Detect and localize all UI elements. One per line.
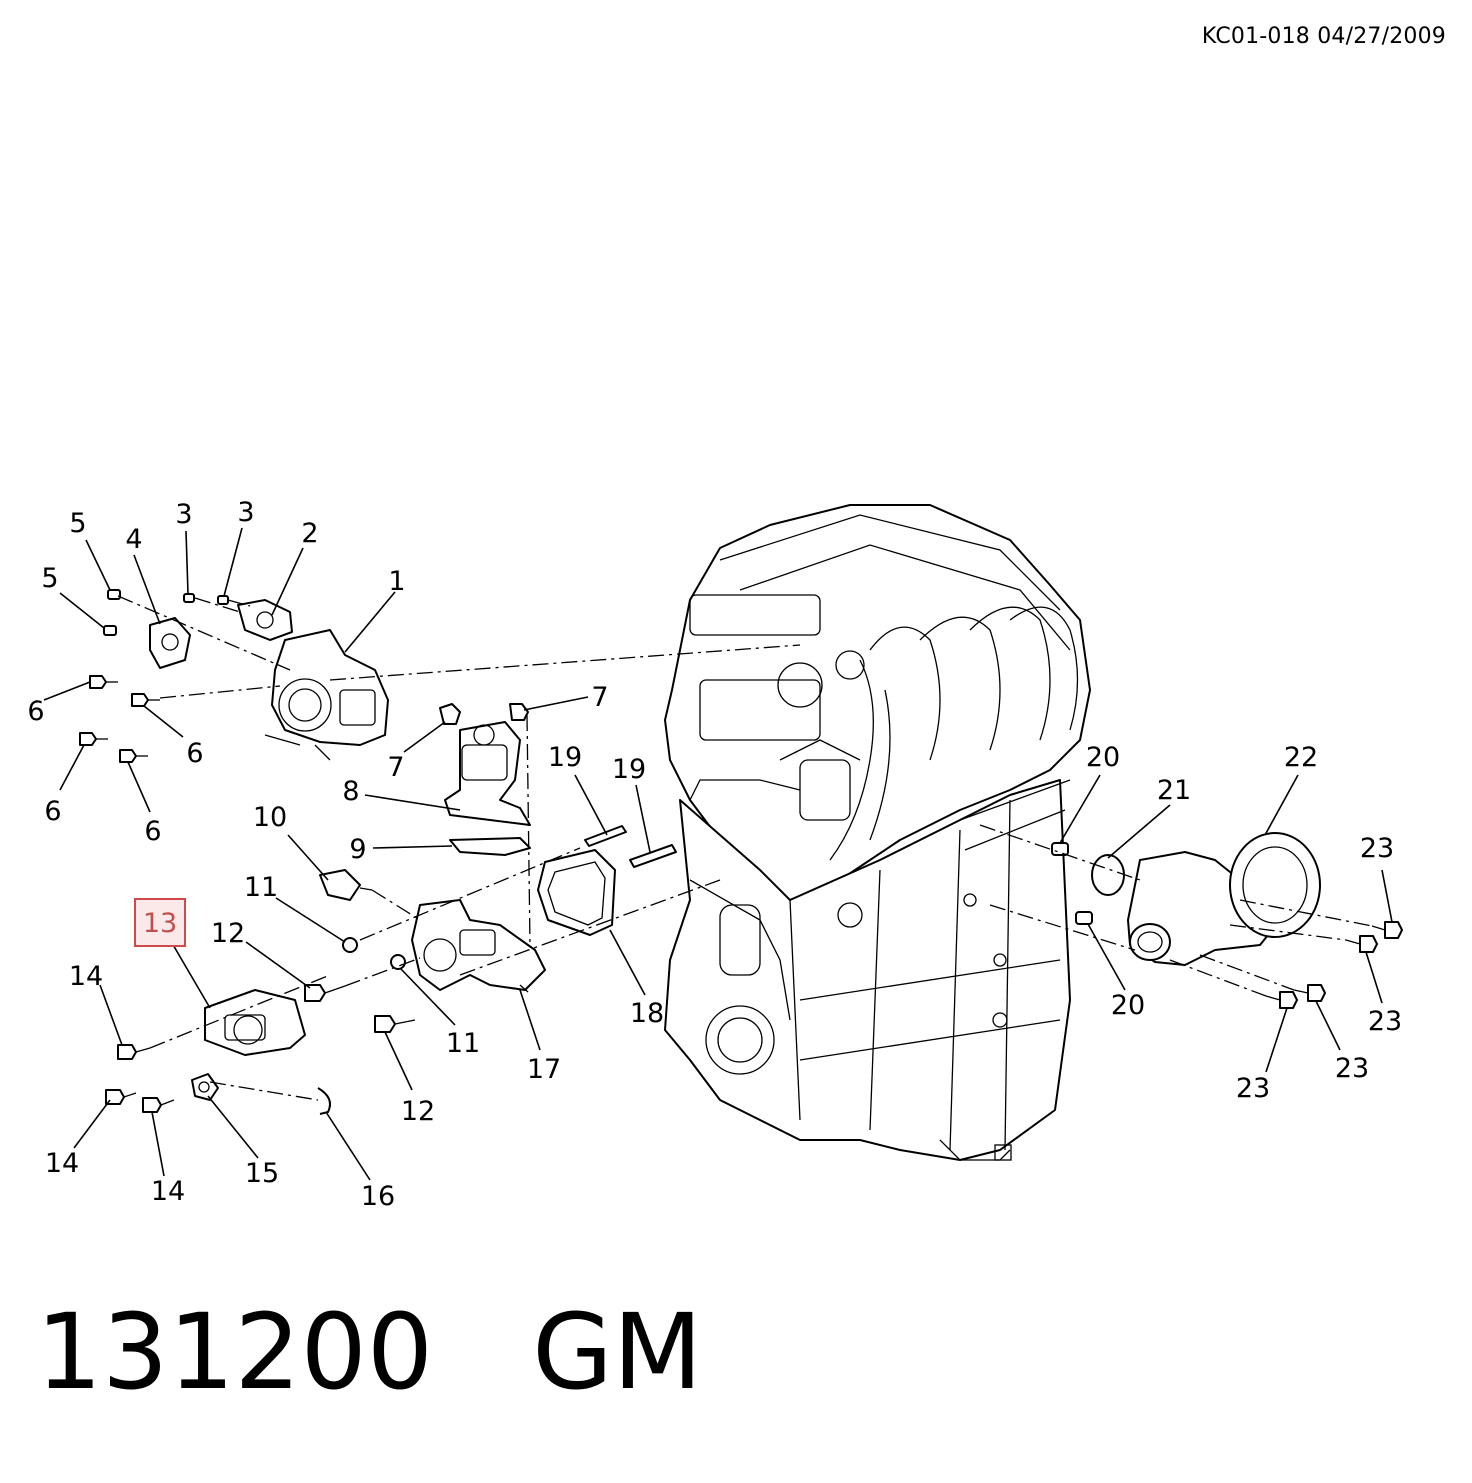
- callout-5[interactable]: 5: [69, 508, 86, 539]
- callout-17[interactable]: 17: [527, 1054, 561, 1085]
- callout-11[interactable]: 11: [244, 872, 278, 903]
- callout-13[interactable]: 13: [143, 908, 177, 939]
- callout-14[interactable]: 14: [69, 961, 103, 992]
- part-6-bolts: [79, 675, 160, 763]
- callout-9[interactable]: 9: [349, 834, 366, 865]
- assembly-lines: [117, 595, 1373, 1101]
- callout-3[interactable]: 3: [237, 497, 254, 528]
- callout-18[interactable]: 18: [630, 998, 664, 1029]
- part-9-gasket: [449, 837, 531, 856]
- callout-22[interactable]: 22: [1284, 742, 1318, 773]
- part-21-o-ring: [1091, 854, 1125, 896]
- callout-10[interactable]: 10: [253, 802, 287, 833]
- callout-6[interactable]: 6: [186, 738, 203, 769]
- callout-14[interactable]: 14: [45, 1148, 79, 1179]
- callout-12[interactable]: 12: [401, 1096, 435, 1127]
- callout-12[interactable]: 12: [211, 918, 245, 949]
- callouts: 1 2 3 3 4 5 5 6 6 6 6 7 7 8 9 10 11 11 1…: [27, 497, 1402, 1212]
- callout-23[interactable]: 23: [1368, 1006, 1402, 1037]
- part-14-bolts: [105, 1044, 175, 1113]
- part-12-bolts: [304, 984, 416, 1033]
- part-19-pins: [584, 825, 677, 868]
- callout-5[interactable]: 5: [41, 563, 58, 594]
- diagram-footer: 131200 GM: [36, 1300, 703, 1404]
- callout-23[interactable]: 23: [1335, 1053, 1369, 1084]
- callout-20[interactable]: 20: [1086, 742, 1120, 773]
- part-10-sensor: [319, 869, 373, 901]
- callout-6[interactable]: 6: [27, 696, 44, 727]
- callout-8[interactable]: 8: [342, 776, 359, 807]
- callout-16[interactable]: 16: [361, 1181, 395, 1212]
- callout-19[interactable]: 19: [548, 742, 582, 773]
- diagram-reference-id: KC01-018 04/27/2009: [1201, 24, 1446, 49]
- part-11-fittings: [342, 937, 406, 970]
- callout-13-highlight-box: [134, 898, 186, 947]
- part-1-throttle-body: [264, 629, 389, 761]
- callout-4[interactable]: 4: [125, 524, 142, 555]
- callout-7[interactable]: 7: [387, 752, 404, 783]
- part-16-clip: [317, 1087, 331, 1115]
- leader-lines: [43, 527, 1393, 1181]
- callout-2[interactable]: 2: [301, 518, 318, 549]
- callout-3[interactable]: 3: [175, 499, 192, 530]
- part-13-thermostat-housing: [204, 989, 306, 1056]
- diagram-code: 131200: [36, 1291, 434, 1413]
- part-18-gasket: [537, 849, 616, 936]
- part-2-sensor: [237, 599, 293, 641]
- callout-19[interactable]: 19: [612, 754, 646, 785]
- part-23-bolts: [1265, 921, 1403, 1009]
- brand-name: GM: [532, 1291, 703, 1413]
- callout-1[interactable]: 1: [388, 566, 405, 597]
- callout-20[interactable]: 20: [1111, 990, 1145, 1021]
- part-8-egr-valve: [444, 721, 531, 826]
- callout-23[interactable]: 23: [1236, 1073, 1270, 1104]
- callout-6[interactable]: 6: [144, 816, 161, 847]
- callout-23[interactable]: 23: [1360, 833, 1394, 864]
- part-4-bracket: [149, 617, 191, 669]
- part-17-water-outlet: [411, 899, 546, 993]
- part-5-screws: [103, 589, 121, 636]
- callout-21[interactable]: 21: [1157, 775, 1191, 806]
- part-22-water-pump: [1127, 832, 1321, 966]
- part-3-screws: [183, 593, 229, 605]
- callout-6[interactable]: 6: [44, 796, 61, 827]
- callout-15[interactable]: 15: [245, 1158, 279, 1189]
- callout-7[interactable]: 7: [591, 682, 608, 713]
- callout-13-highlighted[interactable]: 13: [134, 898, 186, 947]
- callout-14[interactable]: 14: [151, 1176, 185, 1207]
- part-7-nuts: [439, 703, 529, 725]
- part-15-fitting: [191, 1073, 219, 1101]
- engine-assembly-drawing: [664, 504, 1091, 1161]
- callout-11[interactable]: 11: [446, 1028, 480, 1059]
